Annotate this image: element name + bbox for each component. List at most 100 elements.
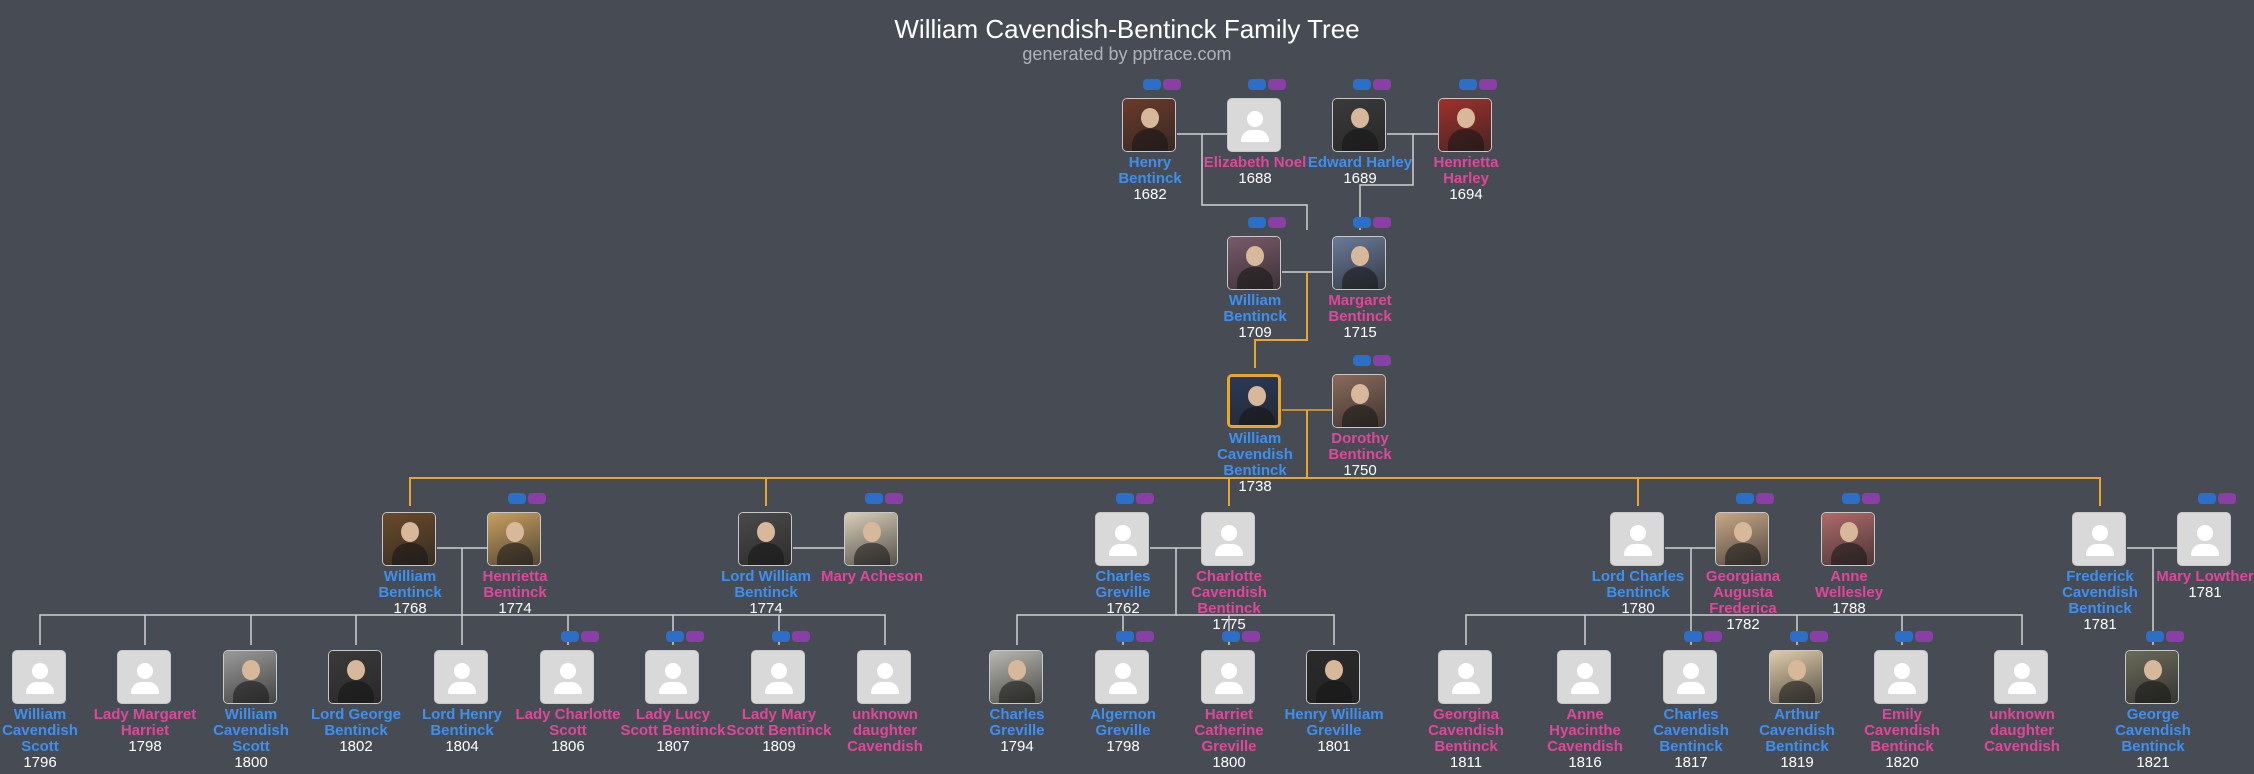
portrait-photo[interactable] xyxy=(328,650,382,704)
expand-spouse-badge[interactable] xyxy=(792,631,810,642)
expand-spouse-badge[interactable] xyxy=(1810,631,1828,642)
avatar-placeholder-icon[interactable] xyxy=(1874,650,1928,704)
expand-parents-badge[interactable] xyxy=(1842,493,1860,504)
person-birth-year: 1781 xyxy=(2083,616,2117,633)
person-name-text: Anne Hyacinthe Cavendish xyxy=(1547,706,1623,755)
person-birth-year: 1807 xyxy=(656,738,690,755)
expand-parents-badge[interactable] xyxy=(1116,493,1134,504)
avatar-placeholder-icon[interactable] xyxy=(1610,512,1664,566)
expand-parents-badge[interactable] xyxy=(1248,217,1266,228)
expand-parents-badge[interactable] xyxy=(2146,631,2164,642)
expand-spouse-badge[interactable] xyxy=(1479,79,1497,90)
portrait-photo[interactable] xyxy=(989,650,1043,704)
expand-spouse-badge[interactable] xyxy=(1268,79,1286,90)
portrait-photo[interactable] xyxy=(1715,512,1769,566)
avatar-placeholder-icon[interactable] xyxy=(540,650,594,704)
portrait-photo[interactable] xyxy=(1122,98,1176,152)
avatar-placeholder-icon[interactable] xyxy=(2072,512,2126,566)
expand-spouse-badge[interactable] xyxy=(581,631,599,642)
expand-parents-badge[interactable] xyxy=(561,631,579,642)
expand-spouse-badge[interactable] xyxy=(1373,79,1391,90)
expand-parents-badge[interactable] xyxy=(865,493,883,504)
portrait-photo[interactable] xyxy=(738,512,792,566)
expand-spouse-badge[interactable] xyxy=(528,493,546,504)
expand-parents-badge[interactable] xyxy=(1353,79,1371,90)
expand-parents-badge[interactable] xyxy=(1143,79,1161,90)
expand-parents-badge[interactable] xyxy=(666,631,684,642)
expand-parents-badge[interactable] xyxy=(1895,631,1913,642)
avatar-placeholder-icon[interactable] xyxy=(751,650,805,704)
person-birth-year: 1800 xyxy=(1212,754,1246,771)
person-name-text: Frederick Cavendish Bentinck xyxy=(2062,568,2138,617)
person-name-text: Charlotte Cavendish Bentinck xyxy=(1191,568,1267,617)
expand-parents-badge[interactable] xyxy=(772,631,790,642)
expand-spouse-badge[interactable] xyxy=(1756,493,1774,504)
avatar-head xyxy=(665,663,681,679)
expand-spouse-badge[interactable] xyxy=(1136,631,1154,642)
avatar-torso xyxy=(1888,682,1916,694)
avatar-placeholder-icon[interactable] xyxy=(1201,512,1255,566)
avatar-placeholder-icon[interactable] xyxy=(2177,512,2231,566)
expand-parents-badge[interactable] xyxy=(1116,631,1134,642)
avatar-placeholder-icon[interactable] xyxy=(434,650,488,704)
expand-spouse-badge[interactable] xyxy=(1915,631,1933,642)
portrait-photo[interactable] xyxy=(1769,650,1823,704)
portrait-photo[interactable] xyxy=(844,512,898,566)
person-name-text: Lord William Bentinck xyxy=(721,568,811,601)
avatar-head xyxy=(2092,525,2108,541)
avatar-placeholder-icon[interactable] xyxy=(1557,650,1611,704)
portrait-photo[interactable] xyxy=(1306,650,1360,704)
expand-parents-badge[interactable] xyxy=(1353,217,1371,228)
lineage-line xyxy=(1307,477,2101,506)
expand-parents-badge[interactable] xyxy=(1459,79,1477,90)
portrait-photo[interactable] xyxy=(487,512,541,566)
avatar-placeholder-icon[interactable] xyxy=(1994,650,2048,704)
expand-spouse-badge[interactable] xyxy=(1373,217,1391,228)
expand-spouse-badge[interactable] xyxy=(1862,493,1880,504)
avatar-placeholder-icon[interactable] xyxy=(857,650,911,704)
expand-spouse-badge[interactable] xyxy=(1136,493,1154,504)
expand-spouse-badge[interactable] xyxy=(1268,217,1286,228)
expand-spouse-badge[interactable] xyxy=(1163,79,1181,90)
avatar-placeholder-icon[interactable] xyxy=(1201,650,1255,704)
expand-spouse-badge[interactable] xyxy=(686,631,704,642)
descent-line xyxy=(462,614,886,645)
avatar-placeholder-icon[interactable] xyxy=(12,650,66,704)
portrait-photo[interactable] xyxy=(1332,98,1386,152)
expand-parents-badge[interactable] xyxy=(508,493,526,504)
avatar-placeholder-icon[interactable] xyxy=(1095,650,1149,704)
person-name-text: Henrietta Bentinck xyxy=(482,568,548,601)
expand-parents-badge[interactable] xyxy=(1248,79,1266,90)
avatar-placeholder-icon[interactable] xyxy=(645,650,699,704)
expand-parents-badge[interactable] xyxy=(1684,631,1702,642)
expand-spouse-badge[interactable] xyxy=(885,493,903,504)
expand-parents-badge[interactable] xyxy=(1222,631,1240,642)
avatar-placeholder-icon[interactable] xyxy=(1438,650,1492,704)
portrait-photo[interactable] xyxy=(1227,374,1281,428)
portrait-photo[interactable] xyxy=(223,650,277,704)
expand-spouse-badge[interactable] xyxy=(1242,631,1260,642)
avatar-placeholder-icon[interactable] xyxy=(1663,650,1717,704)
portrait-photo[interactable] xyxy=(1332,236,1386,290)
avatar-placeholder-icon[interactable] xyxy=(1227,98,1281,152)
portrait-photo[interactable] xyxy=(1438,98,1492,152)
avatar-placeholder-icon[interactable] xyxy=(1095,512,1149,566)
portrait-photo[interactable] xyxy=(2125,650,2179,704)
expand-spouse-badge[interactable] xyxy=(1704,631,1722,642)
relation-badges xyxy=(1842,493,1880,505)
expand-spouse-badge[interactable] xyxy=(2166,631,2184,642)
portrait-photo[interactable] xyxy=(1332,374,1386,428)
avatar-placeholder-icon[interactable] xyxy=(117,650,171,704)
portrait-photo[interactable] xyxy=(1821,512,1875,566)
expand-parents-badge[interactable] xyxy=(1353,355,1371,366)
expand-parents-badge[interactable] xyxy=(1790,631,1808,642)
expand-parents-badge[interactable] xyxy=(2198,493,2216,504)
expand-spouse-badge[interactable] xyxy=(1373,355,1391,366)
portrait-photo[interactable] xyxy=(382,512,436,566)
portrait-photo[interactable] xyxy=(1227,236,1281,290)
expand-spouse-badge[interactable] xyxy=(2218,493,2236,504)
expand-parents-badge[interactable] xyxy=(1736,493,1754,504)
